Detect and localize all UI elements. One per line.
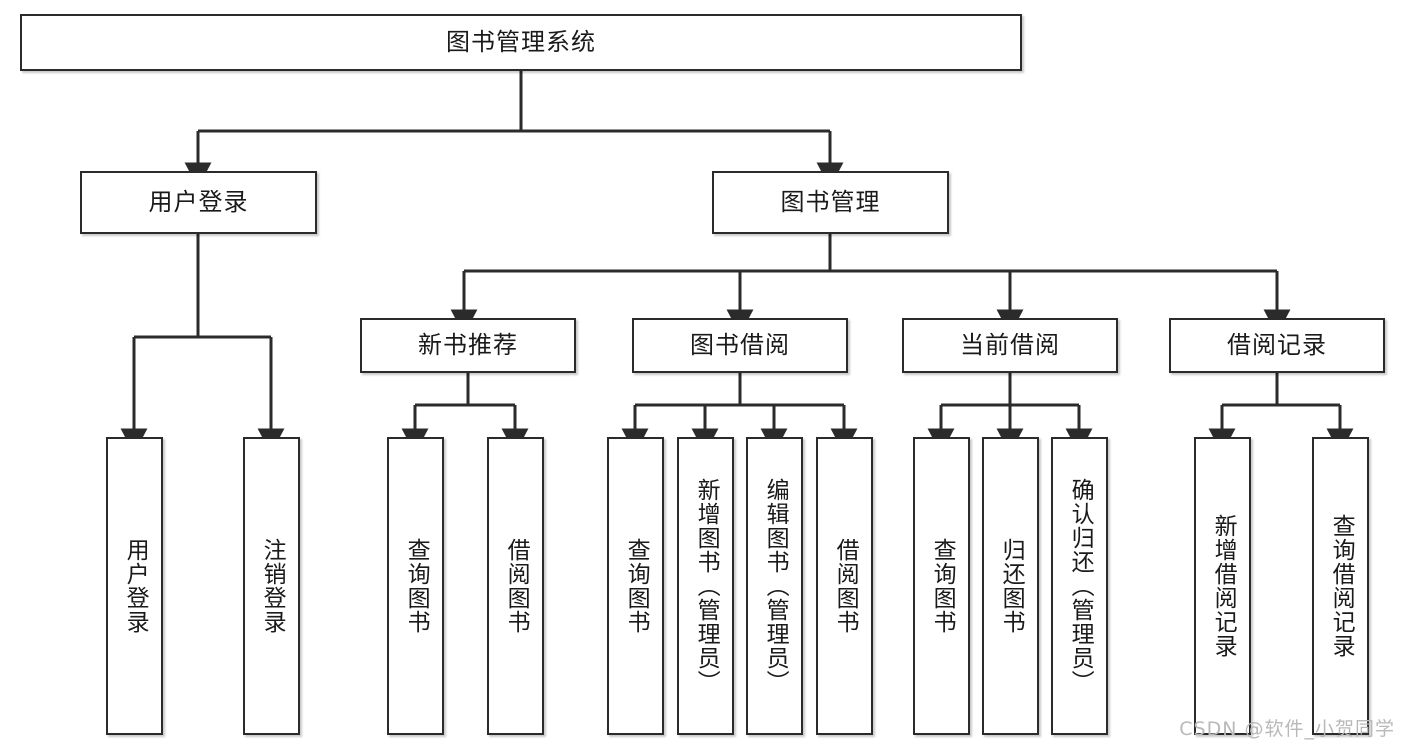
node-label: 借阅图书 <box>832 538 859 634</box>
node-leaf-book-borrow-query[interactable]: 查询图书 <box>607 437 664 735</box>
node-leaf-user-login-logout[interactable]: 注销登录 <box>243 437 300 735</box>
node-leaf-user-login-login[interactable]: 用户登录 <box>106 437 163 735</box>
node-label: 查询图书 <box>929 538 956 634</box>
node-leaf-current-borrow-return[interactable]: 归还图书 <box>982 437 1039 735</box>
node-book-management[interactable]: 图书管理 <box>712 171 949 234</box>
node-root-book-management-system[interactable]: 图书管理系统 <box>20 14 1022 71</box>
node-leaf-book-borrow-add[interactable]: 新增图书（管理员） <box>677 437 734 735</box>
node-label: 图书管理系统 <box>446 28 596 57</box>
node-label: 查询图书 <box>403 538 430 634</box>
node-book-borrow[interactable]: 图书借阅 <box>632 318 848 373</box>
node-label: 借阅图书 <box>503 538 530 634</box>
node-leaf-new-book-borrow[interactable]: 借阅图书 <box>487 437 544 735</box>
node-leaf-book-borrow-edit[interactable]: 编辑图书（管理员） <box>746 437 803 735</box>
node-label: 编辑图书（管理员） <box>762 478 789 694</box>
node-label: 确认归还（管理员） <box>1067 478 1094 694</box>
node-label: 用户登录 <box>122 538 149 634</box>
node-label: 用户登录 <box>148 188 249 217</box>
node-label: 注销登录 <box>259 538 286 634</box>
node-leaf-borrow-record-add[interactable]: 新增借阅记录 <box>1194 437 1251 735</box>
node-user-login[interactable]: 用户登录 <box>80 171 317 234</box>
node-label: 查询图书 <box>623 538 650 634</box>
node-leaf-borrow-record-query[interactable]: 查询借阅记录 <box>1312 437 1369 735</box>
node-label: 图书借阅 <box>690 331 790 360</box>
node-leaf-new-book-query[interactable]: 查询图书 <box>387 437 444 735</box>
node-label: 新增图书（管理员） <box>693 478 720 694</box>
node-label: 归还图书 <box>998 538 1025 634</box>
node-current-borrow[interactable]: 当前借阅 <box>902 318 1118 373</box>
node-label: 借阅记录 <box>1227 331 1327 360</box>
node-new-book-recommend[interactable]: 新书推荐 <box>360 318 576 373</box>
node-leaf-book-borrow-borrow[interactable]: 借阅图书 <box>816 437 873 735</box>
node-label: 当前借阅 <box>960 331 1060 360</box>
node-label: 图书管理 <box>780 188 881 217</box>
node-label: 查询借阅记录 <box>1328 514 1355 658</box>
node-leaf-current-borrow-confirm-return[interactable]: 确认归还（管理员） <box>1051 437 1108 735</box>
node-label: 新书推荐 <box>418 331 518 360</box>
node-leaf-current-borrow-query[interactable]: 查询图书 <box>913 437 970 735</box>
node-label: 新增借阅记录 <box>1210 514 1237 658</box>
node-borrow-record[interactable]: 借阅记录 <box>1169 318 1385 373</box>
watermark-text: CSDN @软件_小贺同学 <box>1179 718 1395 740</box>
